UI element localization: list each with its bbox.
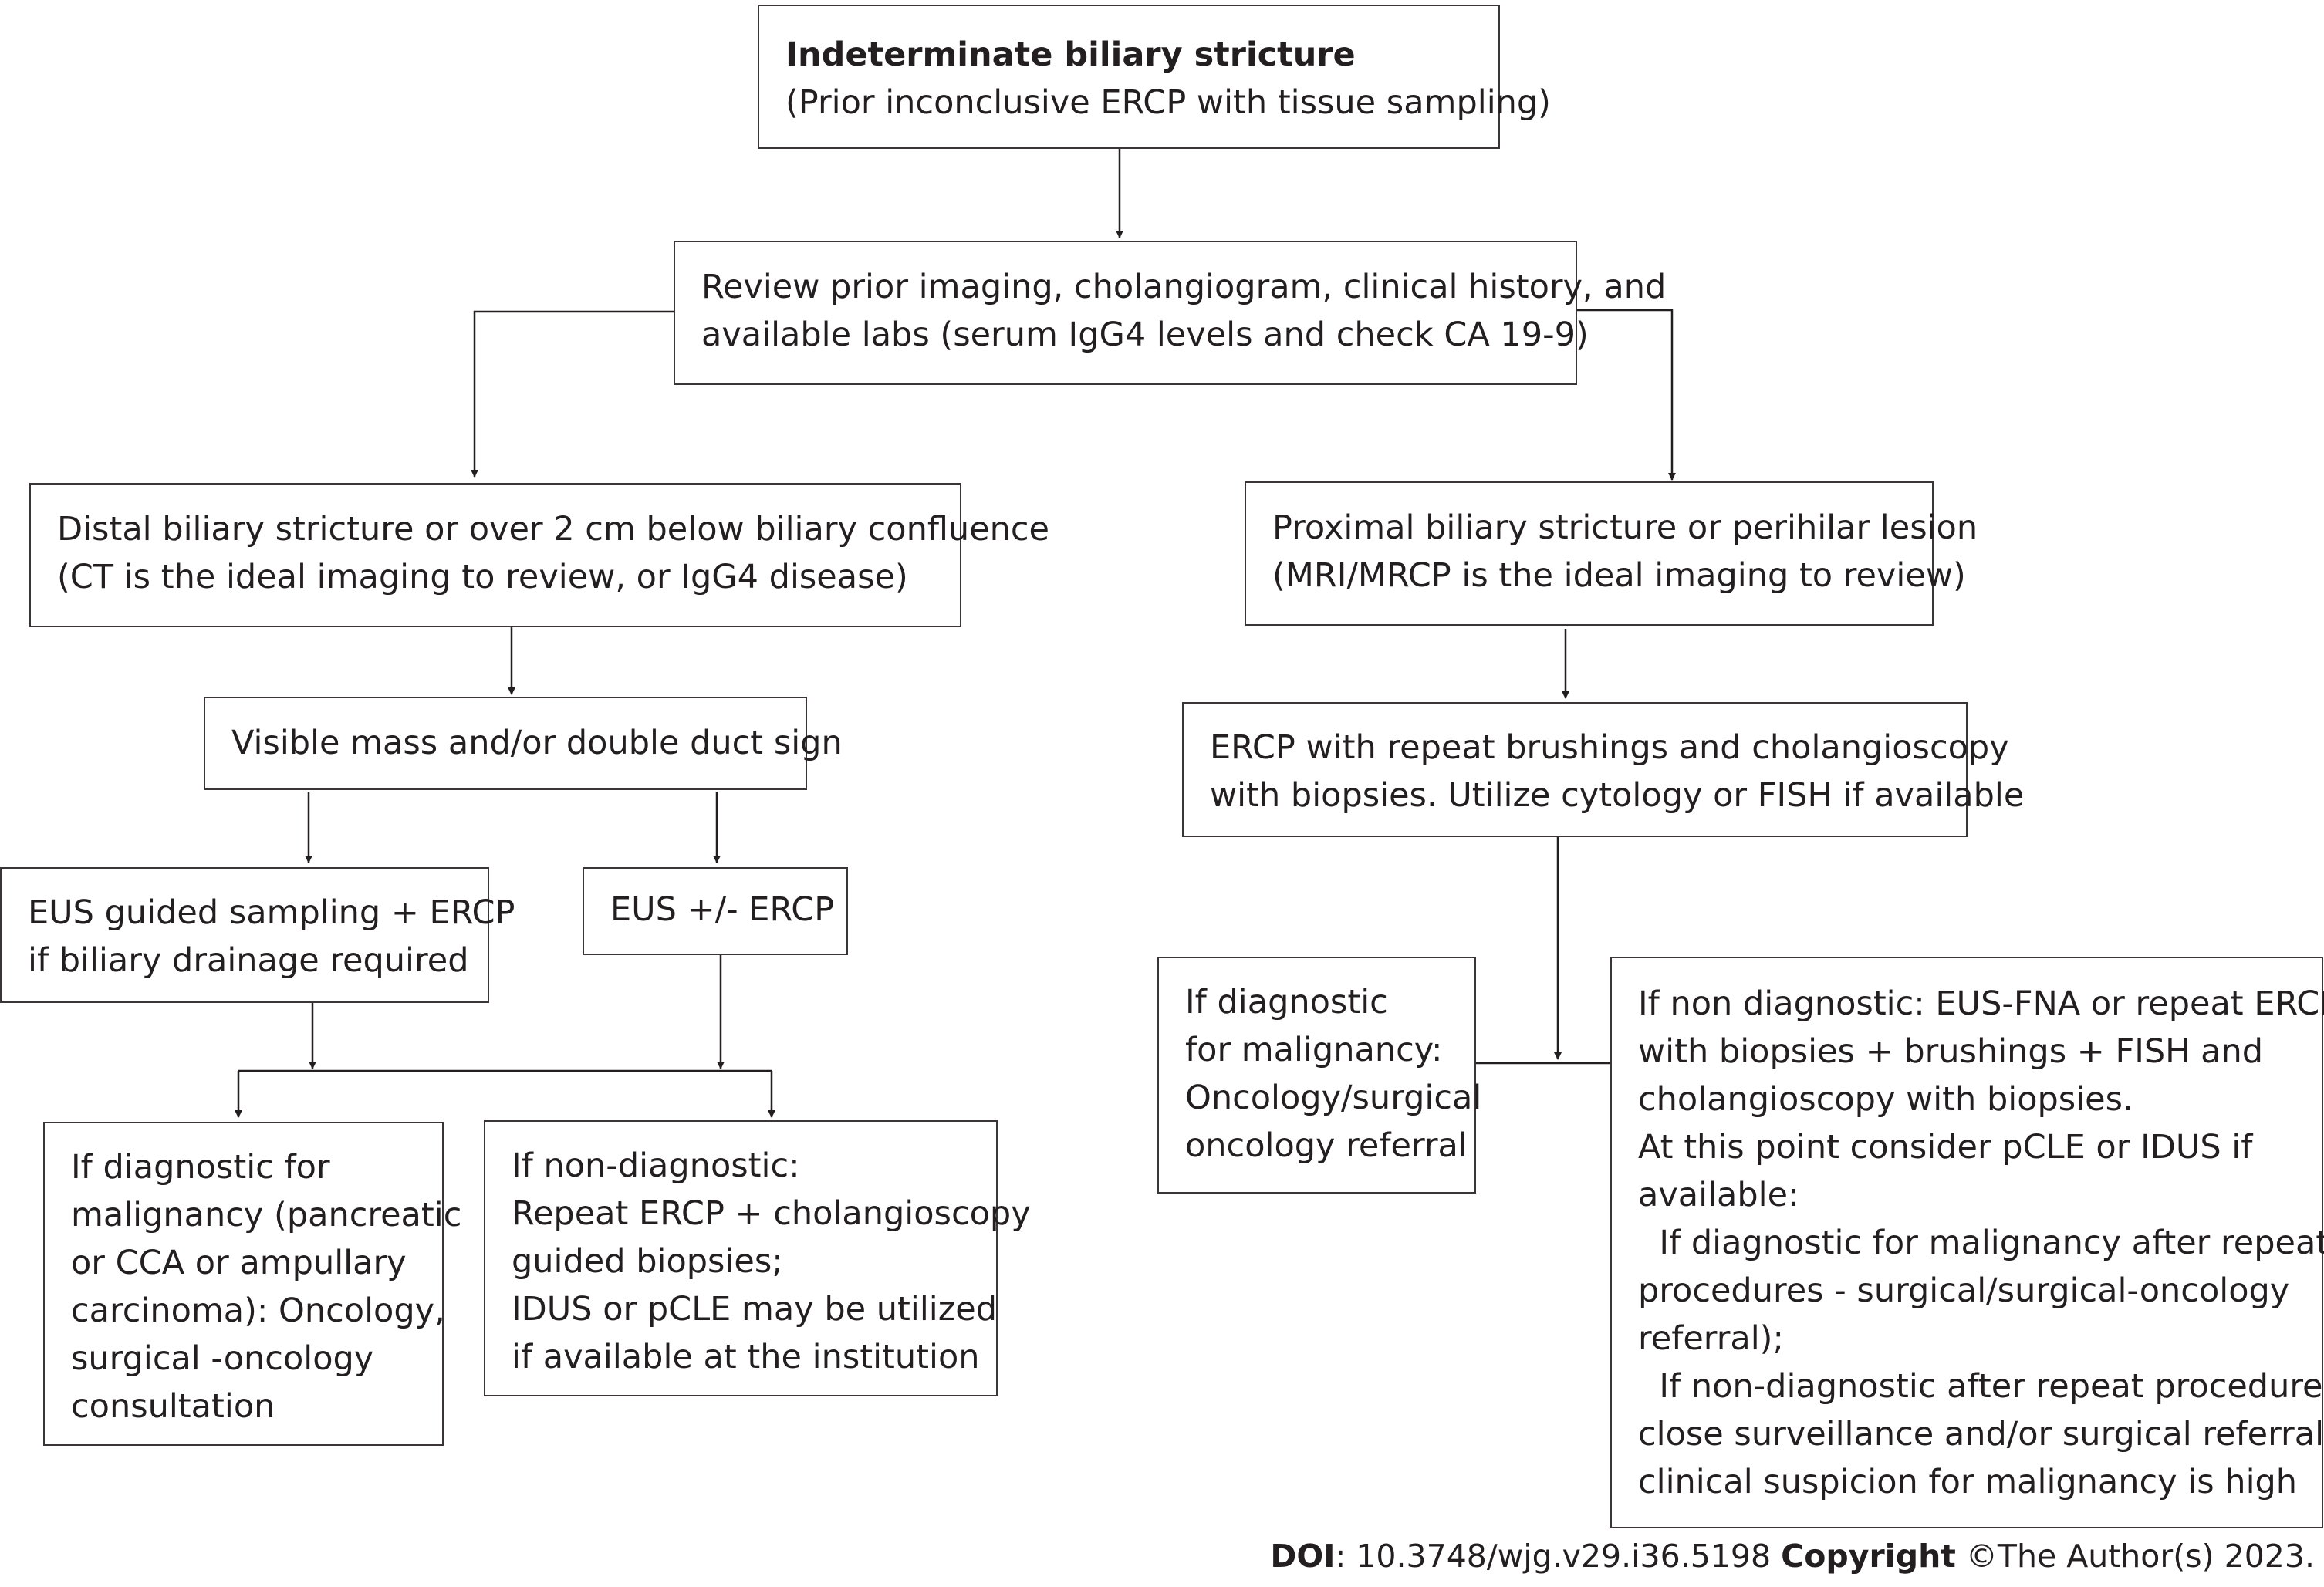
- diag-right-line-4: oncology referral: [1185, 1126, 1468, 1165]
- diagnostic-left-box: If diagnostic for malignancy (pancreatic…: [43, 1122, 462, 1446]
- ercp-repeat-line-2: with biopsies. Utilize cytology or FISH …: [1210, 776, 2025, 815]
- review-box: Review prior imaging, cholangiogram, cli…: [674, 241, 1667, 385]
- diag-left-line-3: or CCA or ampullary: [71, 1244, 407, 1282]
- diagnostic-right-box: If diagnostic for malignancy: Oncology/s…: [1157, 957, 1482, 1194]
- ercp-repeat-box: ERCP with repeat brushings and cholangio…: [1182, 702, 2025, 837]
- nondiag-left-line-4: IDUS or pCLE may be utilized: [512, 1290, 998, 1329]
- diag-right-line-1: If diagnostic: [1185, 983, 1388, 1021]
- eus-ercp-box: EUS +/- ERCP: [583, 867, 848, 955]
- proximal-line-1: Proximal biliary stricture or perihilar …: [1272, 508, 1978, 547]
- nondiag-right-line-6: If diagnostic for malignancy after repea…: [1638, 1224, 2324, 1262]
- diag-right-line-3: Oncology/surgical: [1185, 1079, 1482, 1117]
- root-title: Indeterminate biliary stricture: [785, 35, 1356, 74]
- diag-left-line-6: consultation: [71, 1387, 275, 1426]
- visible-mass-text: Visible mass and/or double duct sign: [231, 724, 843, 762]
- proximal-stricture-box: Proximal biliary stricture or perihilar …: [1245, 481, 1978, 626]
- arrow-review-to-proximal: [1577, 309, 1676, 481]
- arrow-review-to-distal: [471, 310, 674, 478]
- doi-value: : 10.3748/wjg.v29.i36.5198: [1335, 1538, 1782, 1575]
- nondiag-right-line-11: clinical suspicion for malignancy is hig…: [1638, 1463, 2298, 1501]
- nondiag-right-line-7: procedures - surgical/surgical-oncology: [1638, 1271, 2290, 1310]
- nondiag-right-line-3: cholangioscopy with biopsies.: [1638, 1080, 2133, 1119]
- doi-label: DOI: [1270, 1538, 1336, 1575]
- nondiag-right-line-2: with biopsies + brushings + FISH and: [1638, 1032, 2264, 1071]
- proximal-line-2: (MRI/MRCP is the ideal imaging to review…: [1272, 556, 1966, 595]
- nondiag-left-line-1: If non-diagnostic:: [512, 1146, 800, 1185]
- review-line-2: available labs (serum IgG4 levels and ch…: [701, 316, 1589, 354]
- nondiag-right-line-9: If non-diagnostic after repeat procedure…: [1638, 1367, 2324, 1406]
- distal-stricture-box: Distal biliary stricture or over 2 cm be…: [29, 483, 1049, 627]
- nondiag-right-line-4: At this point consider pCLE or IDUS if: [1638, 1128, 2253, 1167]
- copyright-value: ©The Author(s) 2023.: [1955, 1538, 2315, 1575]
- eus-sampling-line-1: EUS guided sampling + ERCP: [28, 893, 515, 932]
- nondiag-left-line-2: Repeat ERCP + cholangioscopy: [512, 1194, 1031, 1233]
- distal-line-1: Distal biliary stricture or over 2 cm be…: [57, 510, 1049, 549]
- diag-right-line-2: for malignancy:: [1185, 1031, 1443, 1069]
- nondiag-right-line-5: available:: [1638, 1176, 1799, 1214]
- citation-footer: DOI: 10.3748/wjg.v29.i36.5198 Copyright …: [1270, 1535, 2315, 1577]
- nondiag-left-line-3: guided biopsies;: [512, 1242, 783, 1281]
- nondiagnostic-left-box: If non-diagnostic: Repeat ERCP + cholang…: [484, 1120, 1031, 1396]
- ercp-repeat-line-1: ERCP with repeat brushings and cholangio…: [1210, 728, 2009, 767]
- eus-sampling-box: EUS guided sampling + ERCP if biliary dr…: [0, 867, 515, 1003]
- diag-left-line-5: surgical -oncology: [71, 1339, 374, 1378]
- visible-mass-box: Visible mass and/or double duct sign: [204, 697, 843, 790]
- diag-left-line-1: If diagnostic for: [71, 1148, 330, 1187]
- diag-left-line-4: carcinoma): Oncology,: [71, 1292, 445, 1330]
- nondiag-right-line-1: If non diagnostic: EUS-FNA or repeat ERC…: [1638, 984, 2324, 1023]
- indeterminate-stricture-box: Indeterminate biliary stricture (Prior i…: [758, 5, 1551, 149]
- nondiag-right-line-10: close surveillance and/or surgical refer…: [1638, 1415, 2324, 1454]
- eus-sampling-line-2: if biliary drainage required: [28, 941, 469, 980]
- review-line-1: Review prior imaging, cholangiogram, cli…: [701, 268, 1667, 306]
- nondiag-left-line-5: if available at the institution: [512, 1338, 980, 1376]
- distal-line-2: (CT is the ideal imaging to review, or I…: [57, 558, 908, 596]
- eus-ercp-text: EUS +/- ERCP: [610, 890, 835, 929]
- root-subtitle: (Prior inconclusive ERCP with tissue sam…: [785, 83, 1551, 122]
- copyright-label: Copyright: [1781, 1538, 1956, 1575]
- nondiag-right-line-8: referral);: [1638, 1319, 1784, 1358]
- diag-left-line-2: malignancy (pancreatic: [71, 1196, 462, 1234]
- nondiagnostic-right-box: If non diagnostic: EUS-FNA or repeat ERC…: [1610, 957, 2324, 1528]
